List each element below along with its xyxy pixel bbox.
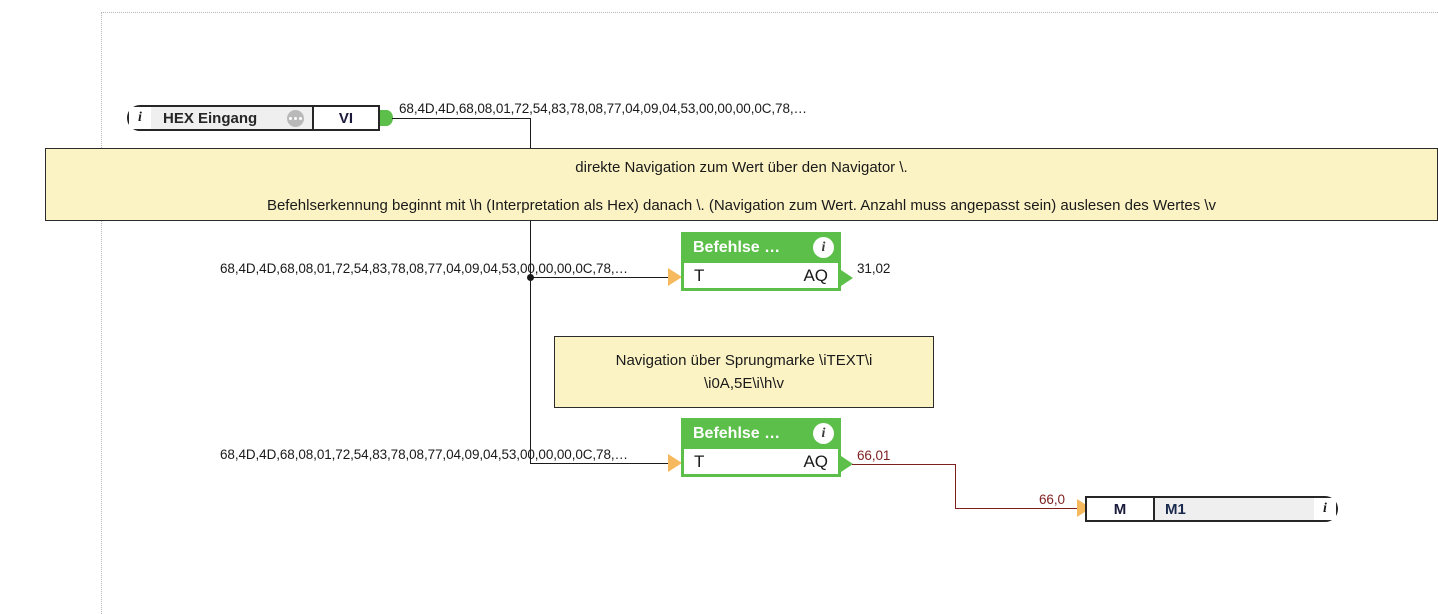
block2-body: T AQ [681, 449, 841, 477]
note-navigator-explanation: direkte Navigation zum Wert über den Nav… [45, 148, 1438, 221]
wire-label-block2-result: 66,01 [857, 448, 891, 463]
block2-output-pin[interactable] [841, 456, 853, 472]
info-icon[interactable]: i [813, 423, 834, 444]
block2-header: Befehlse … i [681, 418, 841, 449]
wire-label-block1-result: 31,02 [857, 261, 891, 276]
wire-junction-dot-top [527, 274, 534, 281]
block1-header: Befehlse … i [681, 232, 841, 263]
wire-result-horizontal-2 [955, 508, 1077, 509]
page-margin-guide-left [101, 12, 102, 614]
input-variable-type: VI [312, 107, 378, 129]
more-dots-icon[interactable] [287, 107, 312, 129]
wire-label-branch2-hex: 68,4D,4D,68,08,01,72,54,83,78,08,77,04,0… [220, 447, 628, 462]
note2-line-2: \i0A,5E\i\h\v [703, 375, 785, 392]
input-variable-name: HEX Eingang [151, 107, 287, 129]
block1-input-arrow[interactable] [668, 268, 682, 286]
note-line-1: direkte Navigation zum Wert über den Nav… [575, 159, 908, 176]
more-dots-circle [287, 109, 304, 127]
wire-result-horizontal-1 [852, 464, 955, 465]
wire-branch2-horizontal [530, 463, 670, 464]
input-variable-hex-eingang[interactable]: i HEX Eingang VI [127, 105, 380, 131]
wire-label-target-value: 66,0 [1039, 492, 1065, 507]
page-margin-guide-top [101, 12, 1438, 13]
output-variable-label: M1 [1153, 498, 1314, 520]
wire-label-branch1-hex: 68,4D,4D,68,08,01,72,54,83,78,08,77,04,0… [220, 261, 628, 276]
wire-source-horizontal [392, 118, 530, 119]
note2-line-1: Navigation über Sprungmarke \iTEXT\i [615, 352, 873, 369]
block1-output-pin-label: AQ [803, 265, 828, 285]
block2-input-pin-label: T [694, 451, 705, 471]
function-block-befehlserkennung-1[interactable]: Befehlse … i T AQ [681, 232, 841, 291]
output-variable-m1[interactable]: M M1 i [1085, 496, 1338, 522]
block1-output-pin[interactable] [841, 270, 853, 286]
input-output-pin[interactable] [380, 110, 393, 126]
note-line-2: Befehlserkennung beginnt mit \h (Interpr… [266, 197, 1217, 214]
block2-input-arrow[interactable] [668, 454, 682, 472]
wire-result-vertical [955, 464, 956, 508]
block1-input-pin-label: T [694, 265, 705, 285]
info-icon[interactable]: i [1314, 498, 1336, 520]
block2-output-pin-label: AQ [803, 451, 828, 471]
wire-trunk-vertical [530, 118, 531, 464]
block2-title: Befehlse … [693, 424, 781, 442]
wire-branch1-horizontal [530, 277, 670, 278]
info-icon[interactable]: i [813, 237, 834, 258]
block1-body: T AQ [681, 263, 841, 291]
output-variable-slot: M [1087, 498, 1153, 520]
function-block-befehlserkennung-2[interactable]: Befehlse … i T AQ [681, 418, 841, 477]
info-icon[interactable]: i [129, 107, 151, 129]
wire-label-source-hex: 68,4D,4D,68,08,01,72,54,83,78,08,77,04,0… [399, 101, 807, 116]
block1-title: Befehlse … [693, 238, 781, 256]
note-sprungmarke: Navigation über Sprungmarke \iTEXT\i \i0… [554, 336, 934, 408]
